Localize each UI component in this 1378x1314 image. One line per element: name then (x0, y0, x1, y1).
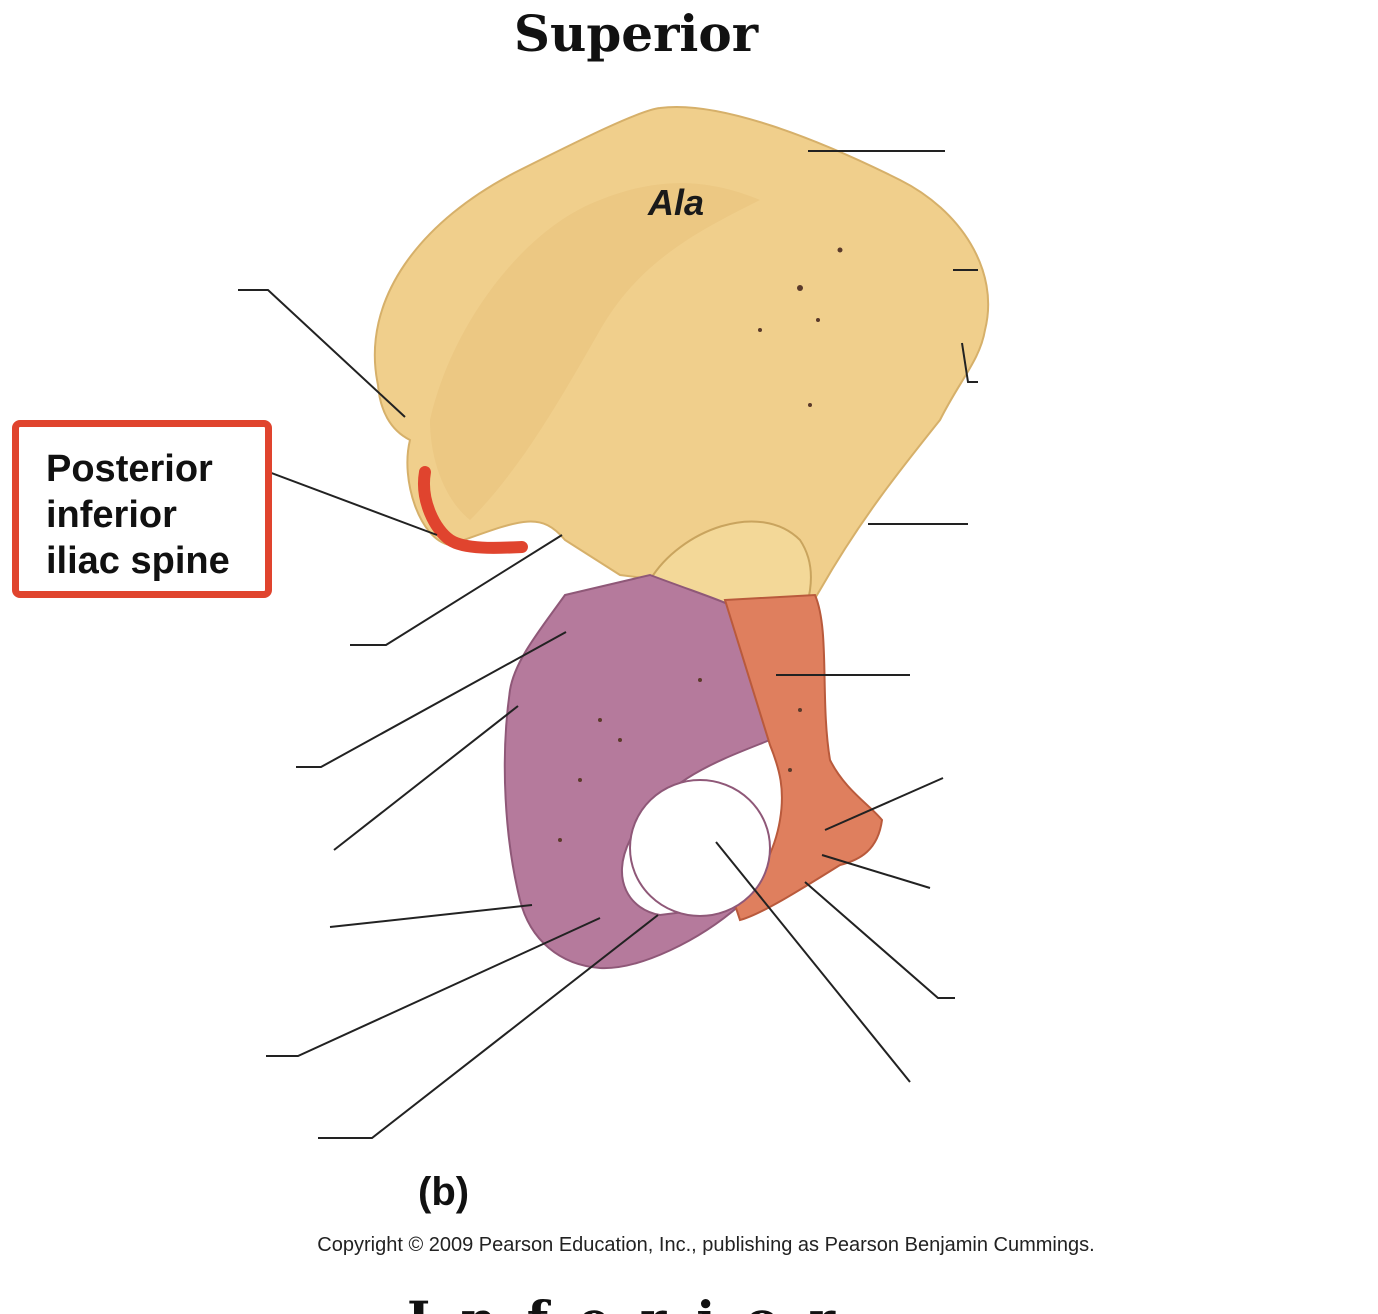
heading-superior: Superior (513, 4, 759, 63)
leader-line-right-7 (804, 881, 955, 999)
ischium-shape (503, 573, 772, 970)
ala-label: Ala (648, 182, 705, 223)
leader-line-left-3 (296, 631, 567, 768)
leader-line-foramen (715, 841, 911, 1083)
leader-lines (225, 150, 978, 1139)
leader-line-left-5 (329, 904, 533, 928)
pubis-shape (723, 593, 884, 922)
leader-line-left-7 (318, 914, 659, 1139)
copyright-text: Copyright © 2009 Pearson Education, Inc.… (317, 1234, 1095, 1256)
ilium-shade (430, 183, 760, 520)
leader-line-right-5 (824, 777, 944, 831)
figure-label: (b) (418, 1170, 470, 1214)
leader-line-left-6 (266, 917, 601, 1057)
highlight-stroke (418, 466, 528, 554)
leader-line-left-1 (238, 289, 406, 418)
posterior-inferior-iliac-spine-label: Posterior inferior iliac spine (46, 448, 230, 582)
leader-line-right-2 (961, 342, 978, 383)
leader-line-right-6 (821, 854, 931, 889)
highlight-label-box (12, 420, 272, 598)
heading-inferior: Inferior (0, 1290, 1272, 1314)
obturator-foramen (629, 779, 771, 917)
bone-texture-dots (558, 247, 843, 842)
leader-line-left-4 (333, 705, 519, 851)
leader-line-left-2 (350, 534, 563, 646)
